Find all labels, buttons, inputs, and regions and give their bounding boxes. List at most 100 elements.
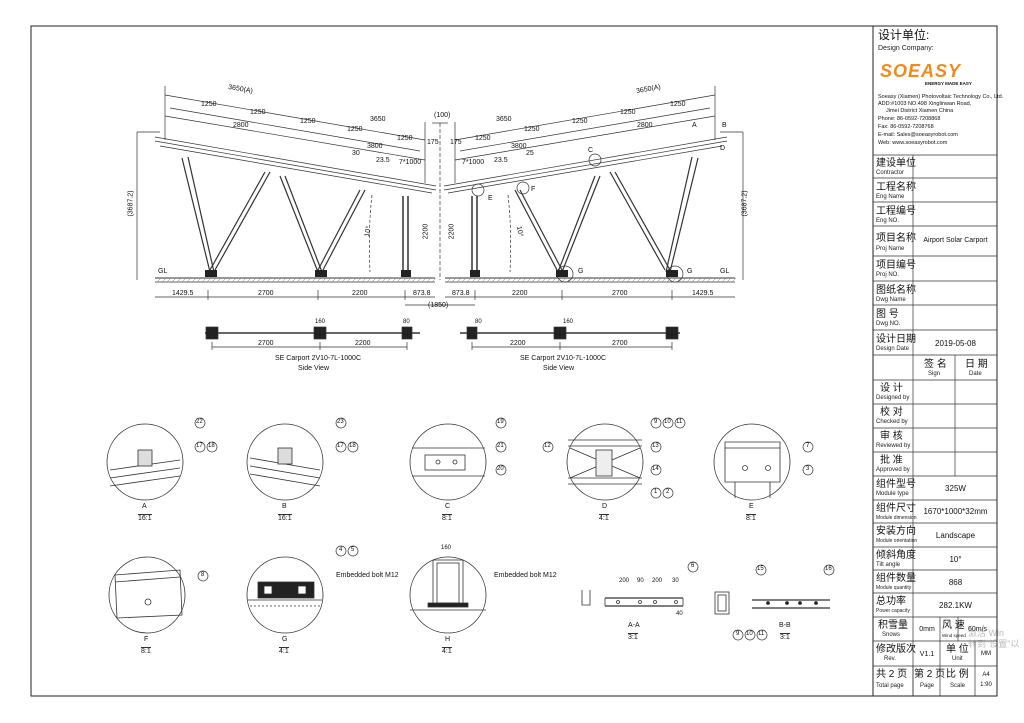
dim-bottom: 873.8 — [413, 290, 431, 297]
dim-seg: 1250 — [250, 109, 266, 116]
spec-value: 868 — [948, 578, 963, 587]
spec-value: 325W — [945, 484, 966, 493]
callout-number: 9 — [736, 631, 740, 637]
detail-scale: 4:1 — [442, 647, 452, 655]
callout-number: 6 — [691, 563, 695, 569]
sign-row-en: Designed by — [876, 395, 910, 401]
callout-number: 18 — [208, 443, 215, 449]
col-height-right: 2200 — [448, 223, 456, 240]
plan-left-subtitle: Side View — [298, 365, 330, 372]
dim-small: 7*1000 — [462, 159, 485, 166]
callout-number: 23 — [337, 419, 344, 425]
dim-seg: 1250 — [475, 135, 491, 142]
callout-number: 9 — [654, 419, 658, 425]
dim-seg: 1250 — [620, 109, 636, 116]
plan-right-title: SE Carport 2V10-7L-1000C — [520, 355, 606, 362]
dim-small: 23.5 — [376, 157, 390, 164]
date-header-en: Date — [969, 371, 982, 377]
row-zh: 项目名称 — [876, 233, 916, 244]
side-view — [136, 86, 744, 306]
dim-small: 25 — [526, 150, 534, 157]
callout-number: 12 — [544, 443, 551, 449]
marker-b: B — [722, 122, 727, 129]
callout-bubbles — [194, 417, 835, 641]
callout-number: 11 — [758, 631, 765, 637]
page-en: Page — [920, 683, 935, 689]
snow-value: 0mm — [919, 626, 935, 633]
marker-f: F — [531, 186, 536, 193]
detail-letter: B — [282, 503, 287, 510]
ground-hatch — [156, 277, 737, 283]
spec-zh: 安装方向 — [876, 526, 916, 537]
dim-seg: 1250 — [347, 126, 363, 133]
row-zh: 建设单位 — [876, 158, 916, 169]
dim-seg: 1250 — [397, 135, 413, 142]
detail-scale: 4:1 — [279, 647, 289, 655]
dim-bottom: 1429.5 — [172, 290, 194, 297]
spec-en: Tilt angle — [876, 562, 901, 568]
callout-number: 20 — [497, 466, 504, 472]
callout-number: 10 — [746, 631, 753, 637]
marker-d: D — [720, 145, 726, 152]
callout-number: 19 — [497, 419, 504, 425]
ground-label-right: GL — [720, 268, 730, 275]
dim-bottom: 873.8 — [452, 290, 470, 297]
rev-en: Rev. — [884, 656, 896, 662]
callout-number: 17 — [337, 443, 344, 449]
dim-175: 175 — [450, 139, 462, 146]
row-en: Dwg Name — [876, 297, 906, 303]
detail-letter: H — [445, 636, 451, 643]
dim-inner: 2800 — [637, 122, 653, 129]
sign-header-en: Sign — [928, 371, 941, 377]
plan-right-small: 80 — [475, 319, 482, 325]
snow-en: Snows — [882, 632, 901, 638]
unit-en: Unit — [952, 656, 963, 662]
dim-bottom: 1429.5 — [692, 290, 714, 297]
company-line: ADD:#1003 NO.498 Xinglinwan Road, — [878, 101, 972, 107]
callout-number: 15 — [757, 566, 764, 572]
dim-inner: 3800 — [367, 143, 383, 150]
dim-small: 7*1000 — [399, 159, 422, 166]
plan-left-dim: 2700 — [258, 340, 274, 347]
dim-seg: 1250 — [524, 126, 540, 133]
dim-inner: 3650 — [370, 116, 386, 123]
spec-en: Power capacity — [876, 608, 910, 614]
plan-view-left — [205, 326, 420, 350]
callout-number: 14 — [652, 466, 659, 472]
callout-number: 10 — [664, 419, 671, 425]
spec-zh: 组件尺寸 — [876, 503, 916, 514]
row-zh: 图 号 — [876, 309, 899, 320]
detail-note: Embedded bolt M12 — [494, 572, 557, 579]
detail-scale: 8:1 — [442, 514, 452, 522]
dim-seg: 1250 — [572, 118, 588, 125]
rev-value: V1.1 — [919, 651, 935, 658]
unit-value: MM — [981, 651, 991, 657]
detail-scale: 16:1 — [278, 514, 292, 522]
height-right: (3687.2) — [741, 190, 749, 217]
dim-inner: 2800 — [233, 122, 249, 129]
design-date-value: 2019-05-08 — [935, 339, 976, 348]
callout-number: 1 — [654, 489, 658, 495]
company-line: Fax: 86-0592-7208768 — [878, 124, 934, 130]
row-en: Contractor — [876, 170, 905, 176]
detail-letter: D — [602, 503, 608, 510]
detail-letter: E — [749, 503, 754, 510]
callout-number: 17 — [196, 443, 203, 449]
design-company-zh: 设计单位: — [878, 28, 930, 42]
detail-scale: 16:1 — [138, 514, 152, 522]
dim-bottom: 2700 — [258, 290, 274, 297]
total-en: Total page — [876, 683, 904, 689]
ground-label-left: GL — [158, 268, 168, 275]
callout-number: 22 — [196, 419, 203, 425]
total-zh: 共 2 页 — [876, 669, 908, 680]
dim-seg: 1250 — [201, 101, 217, 108]
plan-right-dim: 2700 — [612, 340, 628, 347]
company-line: Soeasy (Xiamen) Photovoltaic Technology … — [878, 94, 1004, 100]
logo-tagline: ENERGY MADE EASY — [925, 81, 972, 86]
snow-zh: 积雪量 — [878, 620, 908, 631]
plan-right-dim: 2200 — [510, 340, 526, 347]
plan-right-small: 160 — [563, 319, 574, 325]
plan-left-small: 80 — [403, 319, 410, 325]
sign-row-en: Approved by — [876, 467, 910, 473]
